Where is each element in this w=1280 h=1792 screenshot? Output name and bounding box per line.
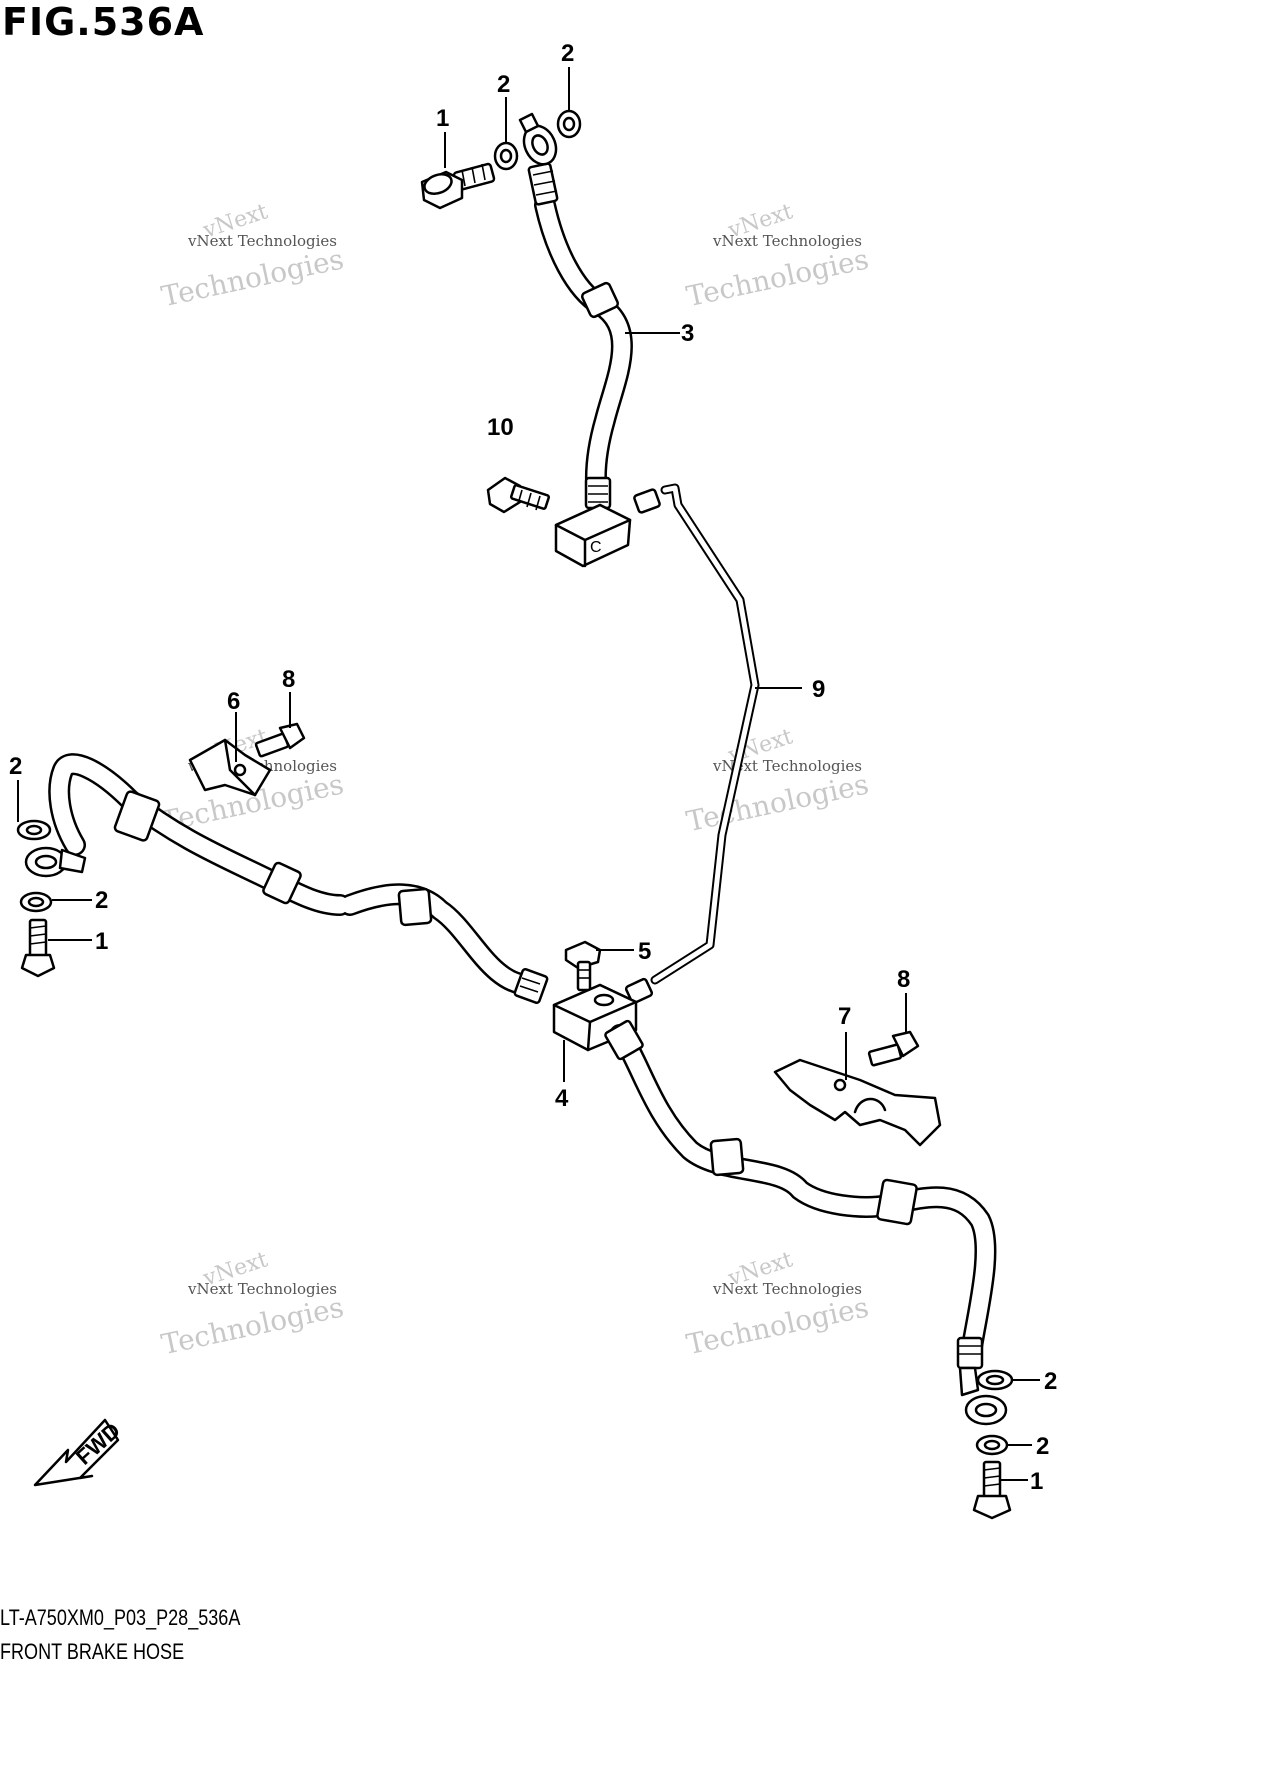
bracket-part-6 <box>188 738 272 797</box>
callout-1-top: 1 <box>436 105 449 132</box>
washer-top-b <box>556 109 582 139</box>
banjo-bolt-top <box>420 162 496 210</box>
svg-text:Technologies: Technologies <box>158 242 346 313</box>
callout-1-left: 1 <box>95 928 108 955</box>
bolt-part-8-left <box>254 722 306 758</box>
banjo-bolt-left <box>20 918 56 978</box>
leader-lines <box>17 67 1040 1481</box>
bolt-part-5 <box>564 940 602 992</box>
washer-top-a <box>493 141 519 171</box>
bracket-part-7 <box>773 1058 942 1147</box>
callout-5: 5 <box>638 938 651 965</box>
watermark-mid-right: vNext vNext Technologies Technologies <box>683 724 871 838</box>
watermark-top-left: vNext vNext Technologies Technologies <box>158 199 346 313</box>
watermark-top-right: vNext vNext Technologies Technologies <box>683 199 871 313</box>
figure-code: LT-A750XM0_P03_P28_536A <box>0 1605 241 1630</box>
callout-6: 6 <box>227 688 240 715</box>
callout-2-top-b: 2 <box>561 40 574 67</box>
callout-1-right: 1 <box>1030 1468 1043 1495</box>
callout-7: 7 <box>838 1003 851 1030</box>
svg-text:Technologies: Technologies <box>683 767 871 838</box>
callout-9: 9 <box>812 676 825 703</box>
svg-text:C: C <box>590 539 602 556</box>
left-brake-hose <box>24 753 549 1005</box>
fwd-arrow-icon: FWD <box>33 1418 125 1487</box>
svg-text:vNext Technologies: vNext Technologies <box>712 232 862 250</box>
bolt-part-10 <box>486 476 551 514</box>
banjo-bolt-right <box>972 1460 1012 1520</box>
svg-text:Technologies: Technologies <box>158 1290 346 1361</box>
figure-title: FIG.536A <box>2 0 205 44</box>
svg-text:vNext Technologies: vNext Technologies <box>187 1280 337 1298</box>
hose-clamp-block: C <box>554 503 632 568</box>
callout-3: 3 <box>681 320 694 347</box>
washer-right-b <box>975 1434 1009 1456</box>
bolt-part-8-right <box>867 1030 920 1067</box>
watermark-bottom-left: vNext vNext Technologies Technologies <box>158 1247 346 1361</box>
figure-name: FRONT BRAKE HOSE <box>0 1639 185 1664</box>
callout-2-right-b: 2 <box>1036 1433 1049 1460</box>
callout-4: 4 <box>555 1085 569 1112</box>
callout-2-top-a: 2 <box>497 71 510 98</box>
callout-2-right-a: 2 <box>1044 1368 1057 1395</box>
callout-10: 10 <box>487 414 514 441</box>
callout-labels: 1 2 2 3 10 9 6 8 2 2 1 5 4 7 8 2 2 1 <box>9 40 1057 1495</box>
svg-text:vNext Technologies: vNext Technologies <box>187 232 337 250</box>
right-brake-hose <box>604 1019 1008 1426</box>
washer-right-a <box>976 1369 1014 1391</box>
callout-8-left: 8 <box>282 666 295 693</box>
svg-text:Technologies: Technologies <box>683 242 871 313</box>
watermark-bottom-right: vNext vNext Technologies Technologies <box>683 1247 871 1361</box>
callout-2-left-b: 2 <box>95 887 108 914</box>
svg-text:Technologies: Technologies <box>683 1290 871 1361</box>
callout-8-right: 8 <box>897 966 910 993</box>
washer-left-b <box>19 891 53 913</box>
upper-brake-hose <box>518 112 633 510</box>
washer-left-a <box>16 819 52 841</box>
callout-2-left-a: 2 <box>9 753 22 780</box>
svg-text:vNext Technologies: vNext Technologies <box>712 757 862 775</box>
brake-pipe <box>624 483 760 1005</box>
svg-text:vNext Technologies: vNext Technologies <box>712 1280 862 1298</box>
